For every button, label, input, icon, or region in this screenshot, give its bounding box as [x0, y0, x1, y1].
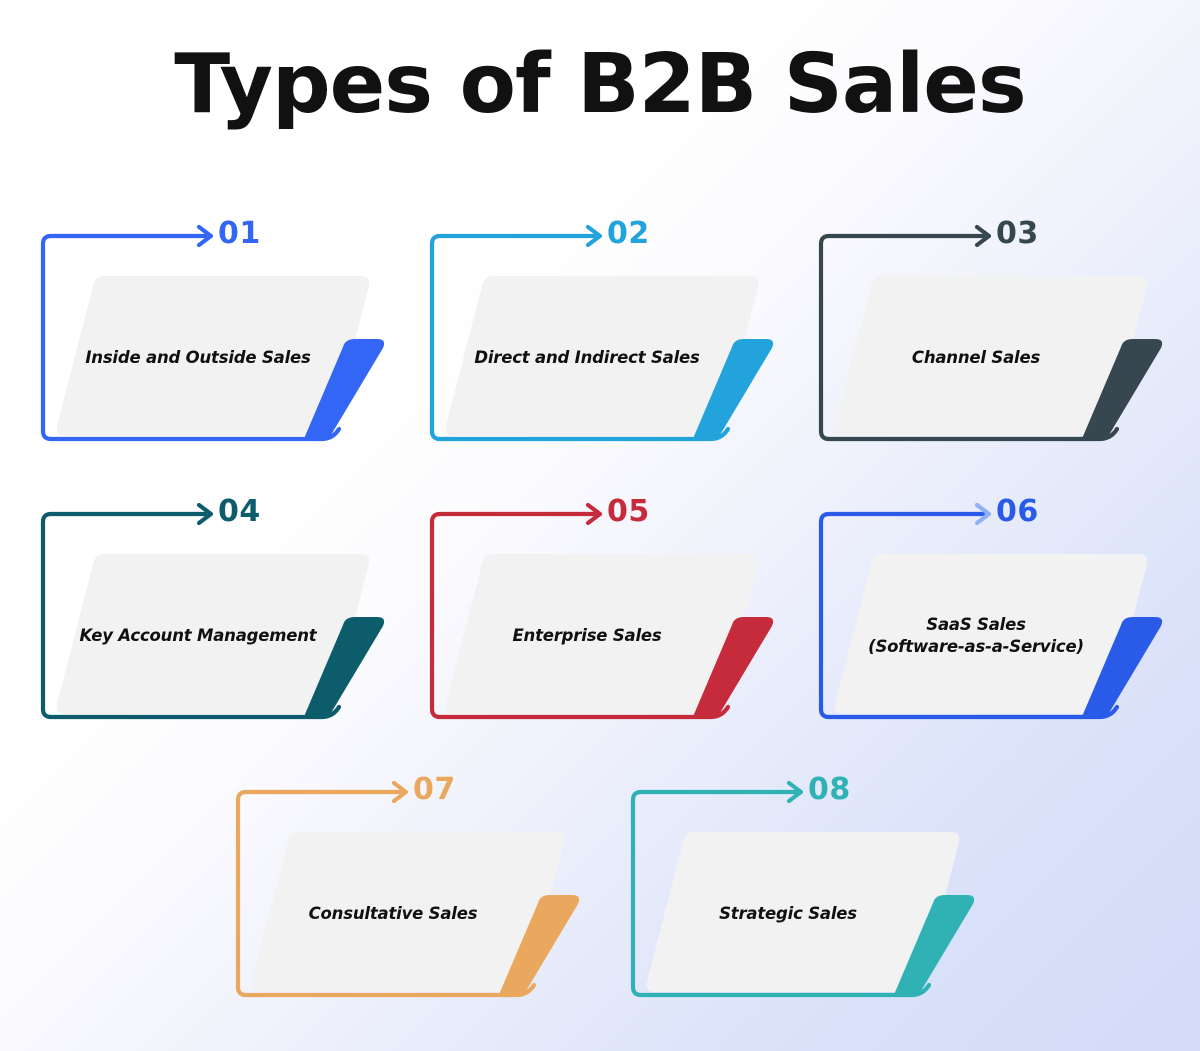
card-graphic — [40, 224, 385, 442]
card-wedge-shape — [692, 339, 774, 441]
card-rail-line — [818, 511, 1120, 720]
card-wedge-shape — [303, 339, 385, 441]
arrow-right-icon — [196, 224, 214, 248]
title-block: Types of B2B Sales — [0, 44, 1200, 126]
card-body-shape — [445, 554, 759, 714]
card-number: 07 — [413, 772, 456, 807]
card-wedge-shape — [498, 895, 580, 997]
card-body-shape — [834, 276, 1148, 436]
card-number: 01 — [218, 216, 261, 251]
card-body-shape — [445, 276, 759, 436]
card-number: 06 — [996, 494, 1039, 529]
card-body-shape — [646, 832, 960, 992]
arrow-right-icon — [974, 224, 992, 248]
arrow-right-icon — [391, 780, 409, 804]
card-number: 08 — [808, 772, 851, 807]
arrow-right-icon — [786, 780, 804, 804]
card-graphic — [429, 502, 774, 720]
card-body-shape — [251, 832, 565, 992]
card-rail-line — [40, 511, 342, 720]
card-rail-line — [235, 789, 537, 998]
card-graphic — [818, 502, 1163, 720]
card-rail-line — [40, 233, 342, 442]
card-wedge-shape — [692, 617, 774, 719]
arrow-right-icon — [585, 224, 603, 248]
card-rail-line — [429, 233, 731, 442]
card-number: 02 — [607, 216, 650, 251]
card-graphic — [40, 502, 385, 720]
arrow-right-icon — [585, 502, 603, 526]
card-number: 03 — [996, 216, 1039, 251]
card-rail-line — [818, 233, 1120, 442]
card-graphic — [630, 780, 975, 998]
arrow-right-icon — [974, 502, 992, 526]
card-wedge-shape — [893, 895, 975, 997]
card-rail-line — [429, 511, 731, 720]
card-wedge-shape — [303, 617, 385, 719]
card-graphic — [818, 224, 1163, 442]
card-number: 04 — [218, 494, 261, 529]
card-number: 05 — [607, 494, 650, 529]
page-title: Types of B2B Sales — [174, 37, 1026, 132]
card-wedge-shape — [1081, 617, 1163, 719]
arrow-right-icon — [196, 502, 214, 526]
card-wedge-shape — [1081, 339, 1163, 441]
card-rail-line — [630, 789, 932, 998]
card-graphic — [429, 224, 774, 442]
card-body-shape — [834, 554, 1148, 714]
card-body-shape — [56, 554, 370, 714]
card-body-shape — [56, 276, 370, 436]
card-graphic — [235, 780, 580, 998]
